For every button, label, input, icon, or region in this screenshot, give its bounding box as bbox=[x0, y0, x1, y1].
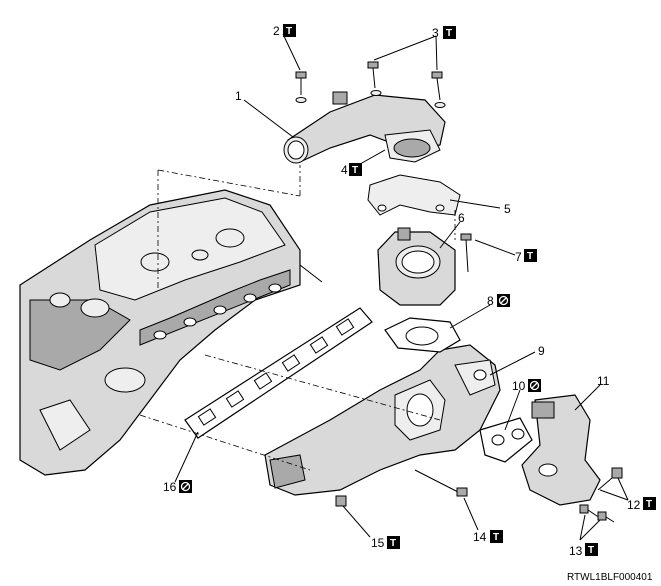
callout-9: 9 bbox=[538, 344, 545, 358]
svg-text:T: T bbox=[527, 251, 533, 262]
callout-number: 7 bbox=[515, 250, 522, 264]
svg-text:T: T bbox=[390, 538, 396, 549]
bolt-12 bbox=[597, 467, 623, 491]
bolt-13-b bbox=[597, 511, 615, 523]
figure-code: RTWL1BLF000401 bbox=[567, 572, 653, 583]
svg-text:T: T bbox=[446, 28, 452, 39]
callout-number: 9 bbox=[538, 344, 545, 358]
callout-1: 1 bbox=[235, 89, 242, 103]
svg-text:T: T bbox=[352, 165, 358, 176]
callout-number: 16 bbox=[163, 480, 177, 494]
callout-15: 15 T bbox=[371, 536, 400, 550]
alignment-lines bbox=[139, 165, 456, 471]
callout-11: 11 bbox=[597, 374, 610, 388]
bolt-13-a bbox=[579, 504, 601, 519]
tighten-torque-icon: T bbox=[490, 530, 503, 543]
callout-number: 8 bbox=[487, 294, 494, 308]
tighten-torque-icon: T bbox=[643, 497, 656, 510]
callout-number: 15 bbox=[371, 536, 385, 550]
tighten-torque-icon: T bbox=[443, 26, 456, 39]
callout-number: 13 bbox=[569, 544, 583, 558]
nut-15 bbox=[335, 495, 347, 507]
callout-number: 14 bbox=[473, 530, 487, 544]
do-not-reuse-icon bbox=[179, 480, 192, 493]
bolt-7 bbox=[460, 233, 472, 273]
throttle-body bbox=[377, 227, 456, 306]
callout-number: 1 bbox=[235, 89, 242, 103]
callout-number: 3 bbox=[432, 26, 439, 40]
callout-number: 2 bbox=[273, 24, 280, 38]
callout-number: 10 bbox=[512, 379, 526, 393]
callout-12: 12 T bbox=[627, 497, 656, 512]
do-not-reuse-icon bbox=[528, 379, 541, 392]
cylinder-head bbox=[19, 189, 323, 476]
svg-text:T: T bbox=[286, 26, 292, 37]
tighten-torque-icon: T bbox=[387, 536, 400, 549]
callout-7: 7 T bbox=[515, 249, 537, 264]
callout-number: 11 bbox=[597, 374, 610, 388]
callout-number: 6 bbox=[458, 211, 465, 225]
callout-number: 5 bbox=[504, 202, 511, 216]
leader-lines bbox=[174, 33, 629, 541]
bolt-14 bbox=[414, 469, 468, 497]
callout-3: 3 T bbox=[432, 26, 456, 40]
throttle-body-gasket bbox=[384, 317, 461, 353]
bolt-3-right bbox=[431, 71, 446, 108]
bolt-2 bbox=[295, 71, 307, 103]
callout-10: 10 bbox=[512, 379, 541, 393]
inlet-pipe bbox=[283, 91, 446, 164]
tighten-torque-icon: T bbox=[585, 543, 598, 556]
tighten-torque-icon: T bbox=[349, 163, 362, 176]
callout-number: 12 bbox=[627, 498, 641, 512]
tighten-torque-icon: T bbox=[283, 24, 296, 37]
tighten-torque-icon: T bbox=[524, 249, 537, 262]
bolt-3-left bbox=[367, 61, 382, 96]
svg-text:T: T bbox=[588, 545, 594, 556]
callout-13: 13 T bbox=[569, 543, 598, 558]
intake-manifold-gasket bbox=[184, 307, 373, 439]
svg-text:T: T bbox=[646, 499, 652, 510]
intake-manifold bbox=[264, 344, 501, 496]
egr-valve bbox=[521, 394, 601, 506]
bracket bbox=[367, 174, 461, 216]
callout-16: 16 bbox=[163, 480, 192, 494]
callout-6: 6 bbox=[458, 211, 465, 225]
callout-2: 2 T bbox=[273, 24, 296, 38]
svg-text:T: T bbox=[493, 532, 499, 543]
egr-gasket bbox=[479, 417, 533, 463]
callout-4: 4 T bbox=[341, 163, 362, 177]
do-not-reuse-icon bbox=[497, 294, 510, 307]
callout-number: 4 bbox=[341, 163, 348, 177]
callout-5: 5 bbox=[504, 202, 511, 216]
callout-14: 14 T bbox=[473, 530, 503, 544]
callout-8: 8 bbox=[487, 294, 510, 308]
